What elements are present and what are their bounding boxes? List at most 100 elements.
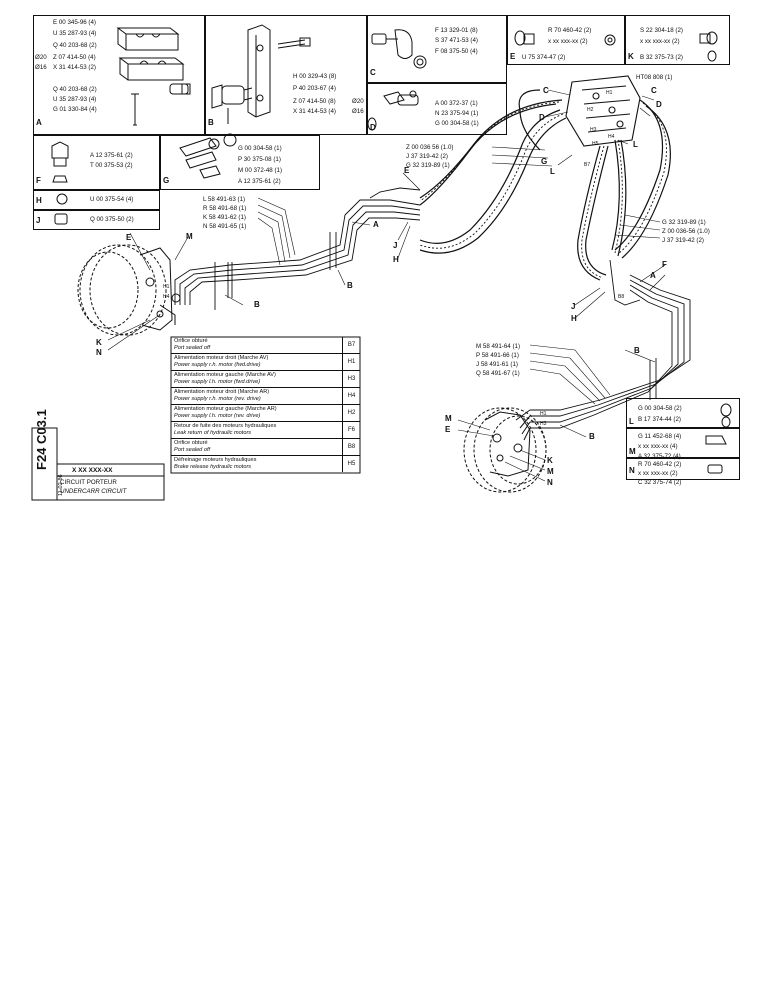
legend-text-fr: Alimentation moteur gauche (Marche AV) [174, 372, 276, 378]
parts-box-c [367, 15, 507, 83]
port-label: H4 [163, 294, 170, 300]
legend-row: Alimentation moteur gauche (Marche AR) P… [171, 405, 360, 422]
cap-nut-icon [51, 141, 69, 183]
ref-letter: K [547, 456, 553, 465]
ref-letter: B [347, 281, 353, 290]
legend-row: Alimentation moteur droit (Marche AR) Po… [171, 388, 360, 405]
box-h-letter: H [36, 196, 42, 205]
legend-code: B8 [342, 439, 360, 455]
ref-letter: C [543, 86, 549, 95]
diameter-label: Ø20 [352, 98, 364, 105]
ref-letter: E [445, 425, 451, 434]
ref-letter: A [650, 271, 656, 280]
elbow-fitting-icon [371, 29, 427, 69]
callout: Q 58 491-67 (1) [476, 370, 520, 377]
ref-letter: A [373, 220, 379, 229]
clamp-block-icon [116, 27, 191, 126]
box-n-letter: N [629, 466, 635, 475]
part-number: H 00 329-43 (8) [293, 73, 337, 80]
port-label: H1 [540, 411, 547, 417]
ref-letter: B [589, 432, 595, 441]
drawing-title-en: UNDERCARR CIRCUIT [60, 488, 127, 495]
part-number: G 01 330-84 (4) [53, 106, 97, 113]
port-label: H3 [540, 421, 547, 427]
union-icon [54, 213, 68, 225]
callout: N 58 491-65 (1) [203, 223, 247, 230]
callout: K 58 491-62 (1) [203, 214, 246, 221]
ref-letter: G [541, 157, 548, 166]
legend-text-en: Brake release hydraulic motors [174, 464, 252, 470]
box-d-letter: D [370, 123, 376, 132]
ref-letter: D [539, 113, 545, 122]
callout: L 58 491-63 (1) [203, 196, 246, 203]
diameter-label: Ø16 [35, 64, 47, 71]
part-number: A 00 372-37 (1) [435, 100, 478, 107]
part-number: E 00 345-96 (4) [53, 19, 96, 26]
box-j-letter: J [36, 216, 41, 225]
callout: G 32 319-89 (1) [662, 219, 706, 226]
parts-box-g [160, 135, 320, 190]
ref-letter: N [96, 348, 102, 357]
parts-box-j [33, 210, 160, 230]
parts-box-d [367, 83, 507, 135]
legend-text-en: Power supply r.h. motor (fwd.drive) [174, 362, 261, 368]
diameter-label: Ø20 [35, 54, 47, 61]
part-number: Z 07 414-50 (4) [53, 54, 96, 61]
parts-box-f [33, 135, 160, 190]
ref-letter: J [571, 302, 576, 311]
box-g-letter: G [163, 176, 170, 185]
mounting-bracket-icon [211, 24, 311, 124]
part-number: B 17 374-44 (2) [638, 416, 681, 423]
ref-letter: B [634, 346, 640, 355]
box-l-letter: L [629, 417, 634, 426]
part-number: T 00 375-53 (2) [90, 162, 133, 169]
part-number: x xx xxx-xx (2) [640, 38, 680, 45]
port-label: B7 [584, 162, 591, 168]
ref-letter: C [651, 86, 657, 95]
callout: P 58 491-66 (1) [476, 352, 519, 359]
port-label: H1 [163, 284, 170, 290]
part-number: G 00 304-58 (2) [638, 405, 682, 412]
ref-letter: E [126, 233, 132, 242]
legend-text-en: Port sealed off [174, 447, 211, 453]
part-number: S 37 471-53 (4) [435, 37, 478, 44]
port-label: H2 [587, 107, 594, 113]
callout: J 37 319-42 (2) [406, 153, 448, 160]
part-number: Q 40 203-68 (2) [53, 86, 97, 93]
port-label: B8 [618, 294, 625, 300]
part-number: A 12 375-61 (2) [238, 178, 281, 185]
ref-letter: M [547, 467, 554, 476]
part-number: B 32 375-73 (2) [640, 54, 683, 61]
part-number: R 70 460-42 (2) [548, 27, 592, 34]
part-number: G 00 304-58 (1) [238, 145, 282, 152]
legend-text-en: Power supply l.h. motor (rev. drive) [174, 413, 261, 419]
part-number: G 11 452-68 (4) [638, 433, 682, 440]
legend-code: F6 [342, 422, 360, 438]
drawing-ref: X XX XXX-XX [72, 467, 113, 474]
legend-row: Alimentation moteur droit (Marche AV) Po… [171, 354, 360, 371]
part-number: Q 00 375-50 (2) [90, 216, 134, 223]
parts-box-a [33, 15, 205, 135]
part-number: A 12 375-61 (2) [90, 152, 133, 159]
parts-box-m [626, 428, 740, 458]
straight-fitting-icon [367, 90, 419, 131]
drawing-code: F24 C03.1 [34, 409, 49, 470]
part-number: P 30 375-08 (1) [238, 156, 281, 163]
part-number: U 75 374-47 (2) [522, 54, 566, 61]
legend-text-en: Power supply l.h. motor (fwd.drive) [174, 379, 261, 385]
ref-letter: L [550, 167, 555, 176]
part-number: X 31 414-53 (2) [53, 64, 96, 71]
legend-code: H1 [342, 354, 360, 370]
legend-text-fr: Orifice obturé [174, 440, 208, 446]
part-number: N 23 375-94 (1) [435, 110, 479, 117]
ref-letter: M [445, 414, 452, 423]
legend-text-fr: Alimentation moteur droit (Marche AR) [174, 389, 270, 395]
control-valve-icon [565, 75, 641, 147]
legend-row: Alimentation moteur gauche (Marche AV) P… [171, 371, 360, 388]
box-m-letter: M [629, 447, 636, 456]
legend-text-en: Port sealed off [174, 345, 211, 351]
parts-box-k [625, 15, 730, 65]
callout: J 37 319-42 (2) [662, 237, 704, 244]
part-number: x xx xxx-xx (4) [638, 443, 678, 450]
